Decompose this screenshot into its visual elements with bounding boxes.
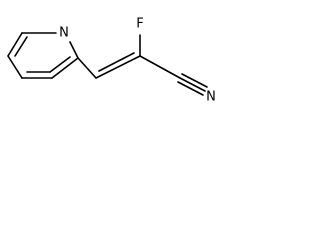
ring-bond-c2-c3 [51, 57, 79, 79]
ring-double-bond-inner-1 [49, 56, 71, 73]
bond-nitrile-triple-2 [177, 81, 204, 96]
structure-canvas: N F N [0, 0, 220, 112]
bond-nitrile-triple-1 [179, 77, 206, 92]
bond-vinyl-double-inner [98, 52, 135, 72]
bond-vinyl-to-cf [95, 55, 141, 79]
ring-bond-c5-c6 [7, 32, 23, 57]
ring-bond-c4-c5 [7, 55, 23, 79]
molecule-diagram: N F N [7, 17, 216, 105]
bond-nitrile-triple-3 [181, 73, 208, 88]
fluorine-label: F [136, 17, 143, 32]
bond-cf-to-cn [139, 55, 181, 79]
side-chain [77, 34, 208, 96]
ring-bond-n1-c2 [69, 41, 79, 59]
bond-ring-to-vinyl [77, 57, 97, 79]
pyridine-ring [7, 32, 79, 79]
ring-nitrogen-label: N [59, 26, 69, 41]
nitrile-nitrogen-label: N [206, 90, 216, 105]
ring-double-bond-inner-2 [14, 36, 28, 57]
